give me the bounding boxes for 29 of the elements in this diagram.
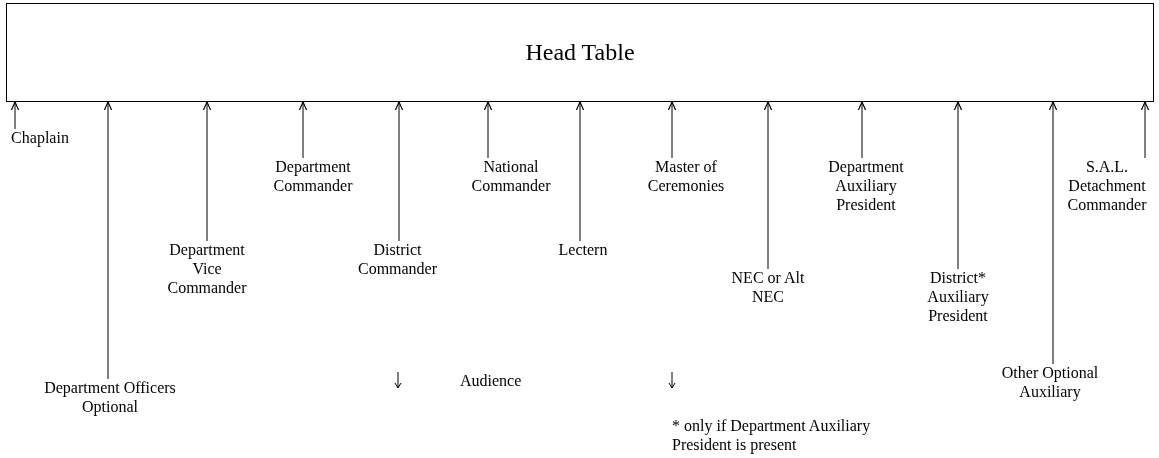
- arrow: [483, 101, 493, 159]
- seat-label: Department Vice Commander: [157, 240, 257, 297]
- arrow: [298, 101, 308, 159]
- arrow: [103, 101, 113, 380]
- arrow: [857, 101, 867, 159]
- seat-label: District Commander: [350, 240, 445, 278]
- arrow: [10, 101, 20, 130]
- seat-label: National Commander: [466, 157, 556, 195]
- seat-label: Department Officers Optional: [40, 378, 180, 416]
- arrow: [763, 101, 773, 270]
- footnote: * only if Department Auxiliary President is present: [672, 416, 872, 454]
- seat-label: S.A.L. Detachment Commander: [1062, 157, 1152, 214]
- seat-label: District* Auxiliary President: [915, 268, 1001, 325]
- seat-label: Other Optional Auxiliary: [990, 363, 1110, 401]
- seat-label: Lectern: [550, 240, 616, 259]
- seat-label: NEC or Alt NEC: [728, 268, 808, 306]
- head-table-box: Head Table: [6, 3, 1154, 102]
- audience-label: Audience: [460, 371, 522, 390]
- arrow: [575, 101, 585, 242]
- seat-label: Master of Ceremonies: [636, 157, 736, 195]
- seat-label: Department Auxiliary President: [816, 157, 916, 214]
- arrow: [394, 101, 404, 242]
- seat-label: Department Commander: [258, 157, 368, 195]
- arrow: [953, 101, 963, 270]
- seat-label: Chaplain: [5, 128, 75, 147]
- arrow: [667, 101, 677, 159]
- arrow: [1140, 101, 1150, 159]
- arrow: [202, 101, 212, 242]
- arrow: [1048, 101, 1058, 365]
